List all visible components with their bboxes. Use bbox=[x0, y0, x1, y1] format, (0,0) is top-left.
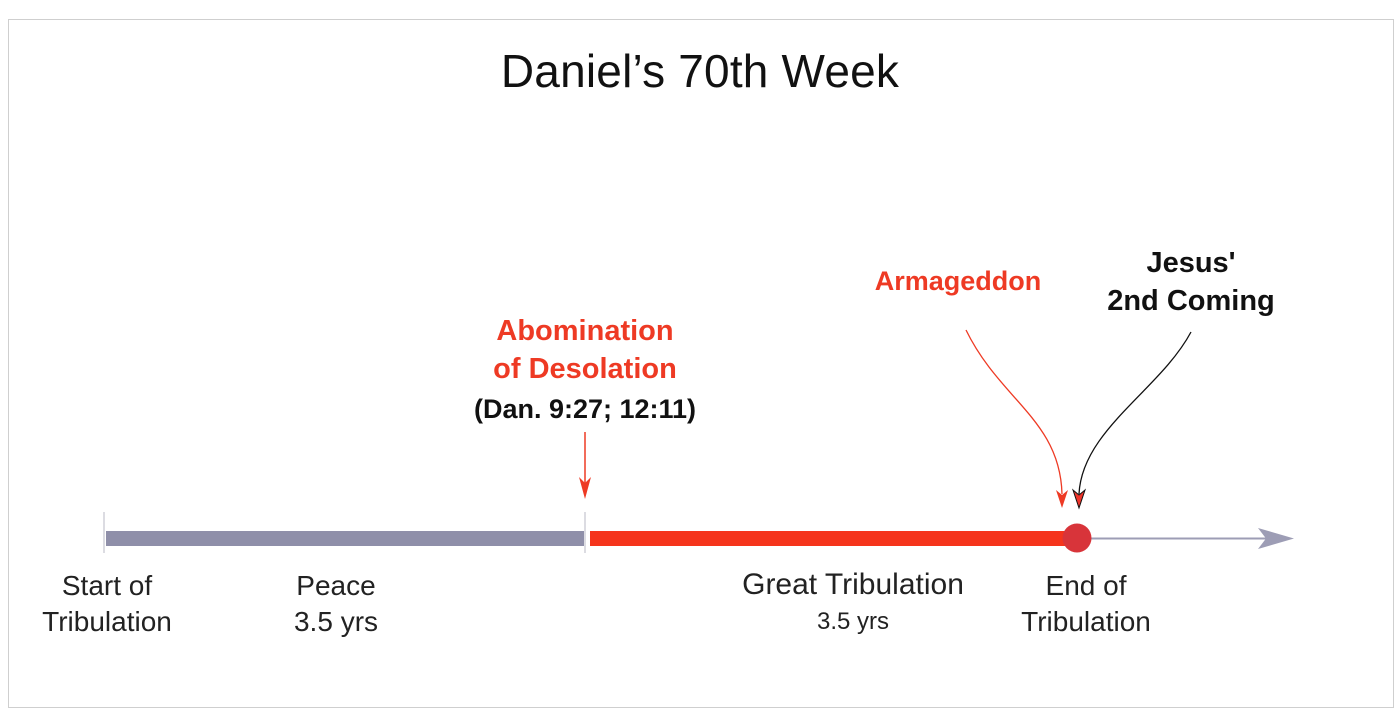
great-tribulation-line1: Great Tribulation bbox=[742, 568, 964, 601]
diagram-frame bbox=[8, 19, 1394, 708]
second-coming-arrow-head bbox=[1071, 488, 1087, 510]
great-tribulation-label: Great Tribulation 3.5 yrs bbox=[703, 566, 1003, 640]
second-coming-line2: 2nd Coming bbox=[1107, 285, 1275, 317]
end-line1: End of bbox=[1045, 570, 1127, 601]
peace-label: Peace 3.5 yrs bbox=[246, 568, 426, 640]
second-coming-label: Jesus' 2nd Coming bbox=[1080, 244, 1302, 320]
great-tribulation-segment bbox=[590, 531, 1068, 546]
start-label: Start of Tribulation bbox=[17, 568, 197, 640]
start-line2: Tribulation bbox=[42, 606, 172, 637]
future-arrow-head bbox=[1258, 528, 1294, 549]
abomination-label: Abomination of Desolation bbox=[450, 312, 720, 388]
abomination-reference: (Dan. 9:27; 12:11) bbox=[473, 394, 697, 424]
armageddon-arrow-head bbox=[1056, 490, 1068, 508]
second-coming-curve bbox=[1078, 331, 1192, 495]
page-title: Daniel’s 70th Week bbox=[500, 45, 900, 97]
great-tribulation-line2: 3.5 yrs bbox=[816, 608, 890, 635]
second-coming-line1: Jesus' bbox=[1146, 247, 1236, 279]
abomination-line2: of Desolation bbox=[493, 353, 677, 385]
abomination-line1: Abomination bbox=[496, 315, 674, 347]
end-circle bbox=[1062, 523, 1092, 553]
abomination-arrow-head bbox=[579, 477, 591, 499]
start-line1: Start of bbox=[61, 570, 153, 601]
peace-segment bbox=[106, 531, 584, 546]
peace-line2: 3.5 yrs bbox=[293, 606, 379, 637]
end-line2: Tribulation bbox=[1021, 606, 1151, 637]
end-label: End of Tribulation bbox=[996, 568, 1176, 640]
peace-line1: Peace bbox=[296, 570, 376, 601]
armageddon-curve bbox=[965, 329, 1063, 495]
armageddon-label: Armageddon bbox=[874, 266, 1042, 296]
